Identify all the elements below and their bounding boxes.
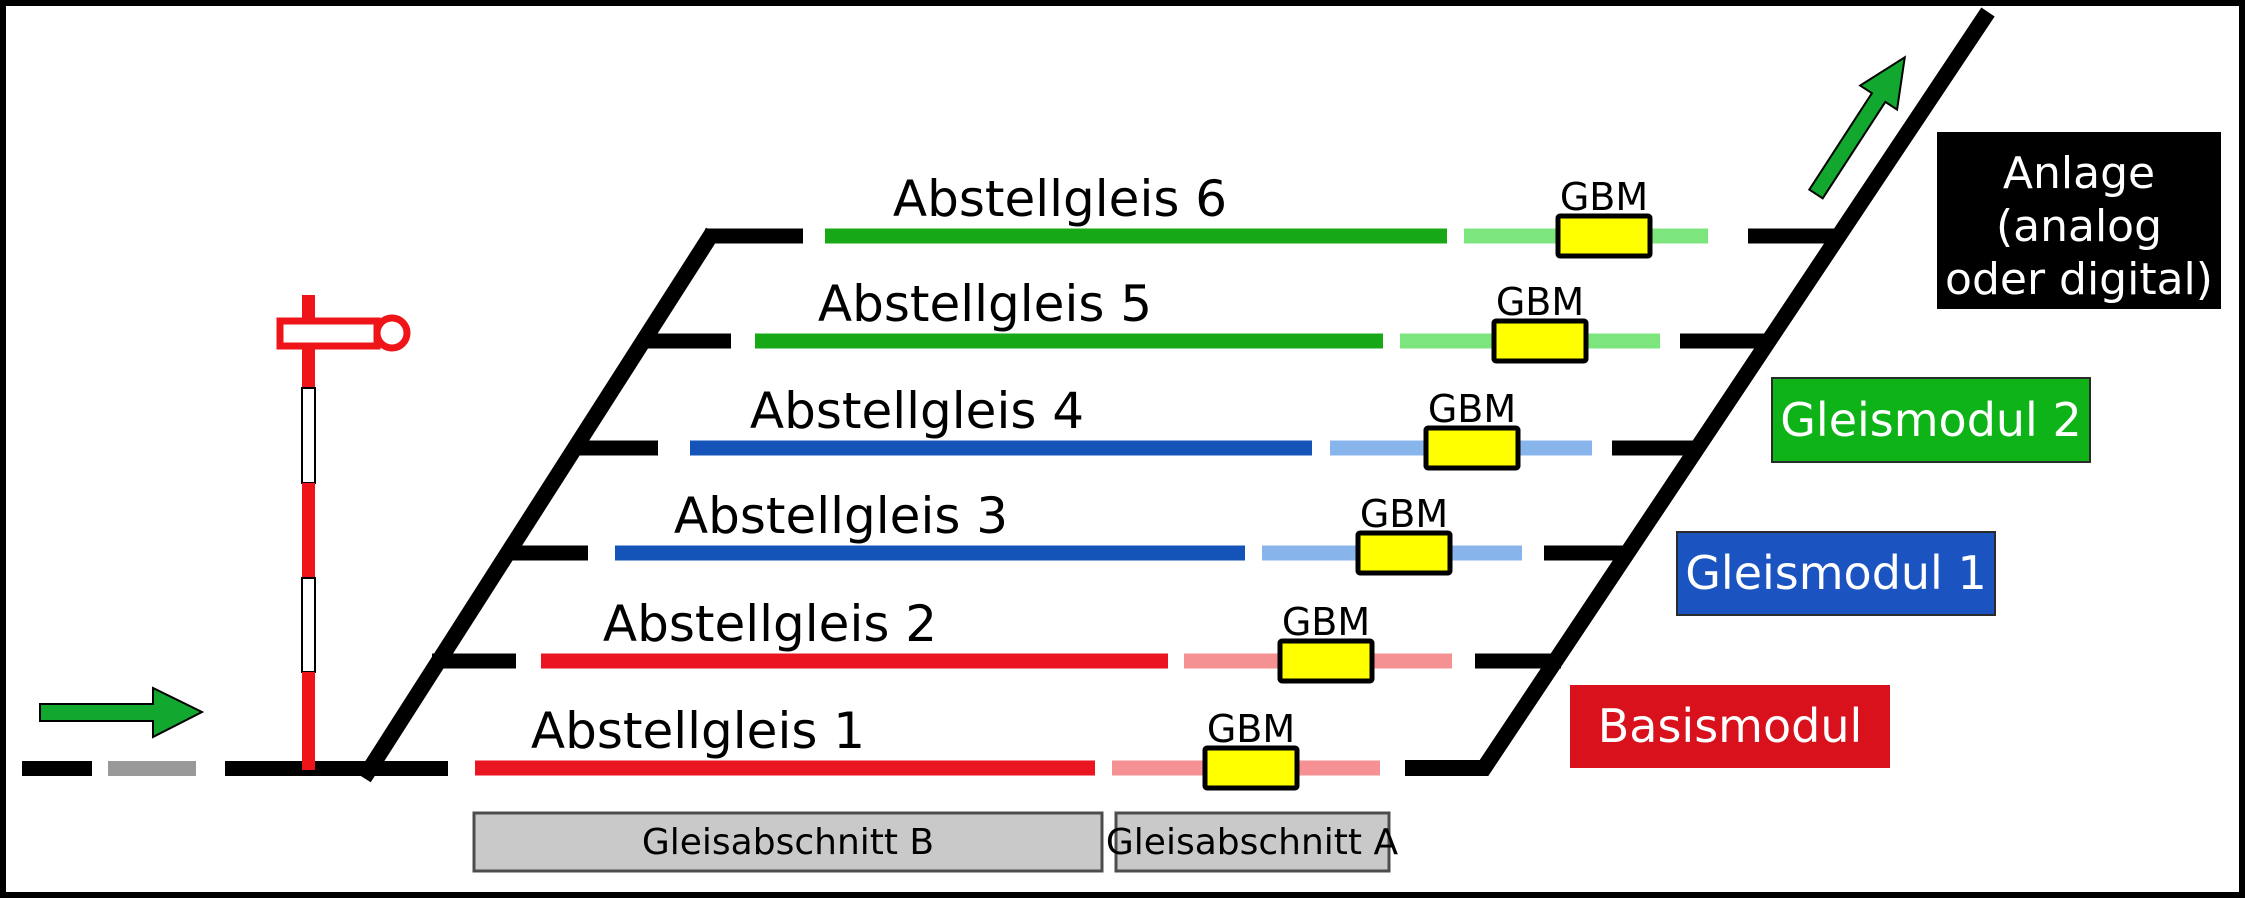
track-5-gbm-label: GBM: [1496, 280, 1584, 324]
track-row-3: Abstellgleis 3 GBM: [503, 487, 1632, 576]
basismodul-box: [1570, 685, 1890, 768]
gleisabschnitt-b-label: Gleisabschnitt B: [642, 822, 934, 863]
signal-arm: [276, 317, 381, 350]
track-1-label: Abstellgleis 1: [531, 702, 865, 760]
anlage-callout: Anlage (analog oder digital): [1937, 132, 2221, 309]
section-legend: Gleisabschnitt B Gleisabschnitt A: [472, 811, 1399, 873]
entry-direction-arrow-icon: [39, 686, 205, 739]
module-legend: Gleismodul 2 Gleismodul 1 Basismodul: [1570, 377, 2091, 768]
anlage-box: [1937, 132, 2221, 309]
signal-pole-segment-red: [302, 483, 315, 578]
signal-pole-segment-white: [301, 387, 316, 484]
basismodul-label: Basismodul: [1598, 699, 1863, 753]
track-5-label: Abstellgleis 5: [818, 275, 1152, 333]
gleisabschnitt-a-box: [1114, 811, 1391, 873]
entry-track-dash-black: [22, 761, 92, 776]
track-6-gbm-box: [1555, 213, 1653, 259]
left-ladder-diagonal: [357, 227, 720, 783]
track-4-gbm-label: GBM: [1428, 387, 1516, 431]
signal-arm-disc: [373, 314, 411, 352]
entry-track-dash-gray: [108, 761, 196, 776]
gleismodul-2-box: [1771, 377, 2091, 463]
track-3-gbm-label: GBM: [1360, 492, 1448, 536]
entry-track-baseline: [225, 761, 448, 776]
exit-arrow-shape: [1807, 55, 1907, 200]
anlage-line-1: Anlage: [2003, 148, 2155, 199]
track-2-gbm-box: [1277, 638, 1375, 684]
signal-pole-segment-red: [302, 672, 315, 770]
track-2-gbm-label: GBM: [1282, 600, 1370, 644]
track-4-label: Abstellgleis 4: [750, 382, 1084, 440]
semaphore-signal-icon: [276, 295, 411, 770]
anlage-line-2: (analog: [1996, 201, 2162, 252]
track-row-2: Abstellgleis 2 GBM: [432, 595, 1561, 684]
track-2-label: Abstellgleis 2: [603, 595, 937, 653]
anlage-line-3: oder digital): [1945, 254, 2213, 305]
track-row-1: Abstellgleis 1 GBM: [475, 702, 1380, 791]
track-3-label: Abstellgleis 3: [674, 487, 1008, 545]
gleisabschnitt-b-box: [472, 811, 1104, 873]
right-ladder-diagonal: [1405, 7, 1995, 776]
track-row-5: Abstellgleis 5 GBM: [645, 275, 1773, 364]
track-row-6: Abstellgleis 6 GBM: [705, 170, 1843, 259]
signal-pole-segment-white: [301, 577, 316, 673]
track-4-gbm-box: [1423, 425, 1521, 471]
exit-direction-arrow-icon: [1807, 55, 1907, 200]
gleismodul-1-box: [1676, 531, 1996, 616]
gleisabschnitt-a-label: Gleisabschnitt A: [1106, 822, 1399, 863]
track-3-gbm-box: [1355, 530, 1453, 576]
track-5-gbm-box: [1491, 318, 1589, 364]
track-1-gbm-box: [1202, 745, 1300, 791]
track-6-gbm-label: GBM: [1560, 175, 1648, 219]
track-6-label: Abstellgleis 6: [893, 170, 1227, 228]
gleismodul-1-label: Gleismodul 1: [1685, 546, 1986, 600]
gleismodul-2-label: Gleismodul 2: [1780, 393, 2081, 447]
track-row-4: Abstellgleis 4 GBM: [574, 382, 1702, 471]
track-1-gbm-label: GBM: [1207, 707, 1295, 751]
